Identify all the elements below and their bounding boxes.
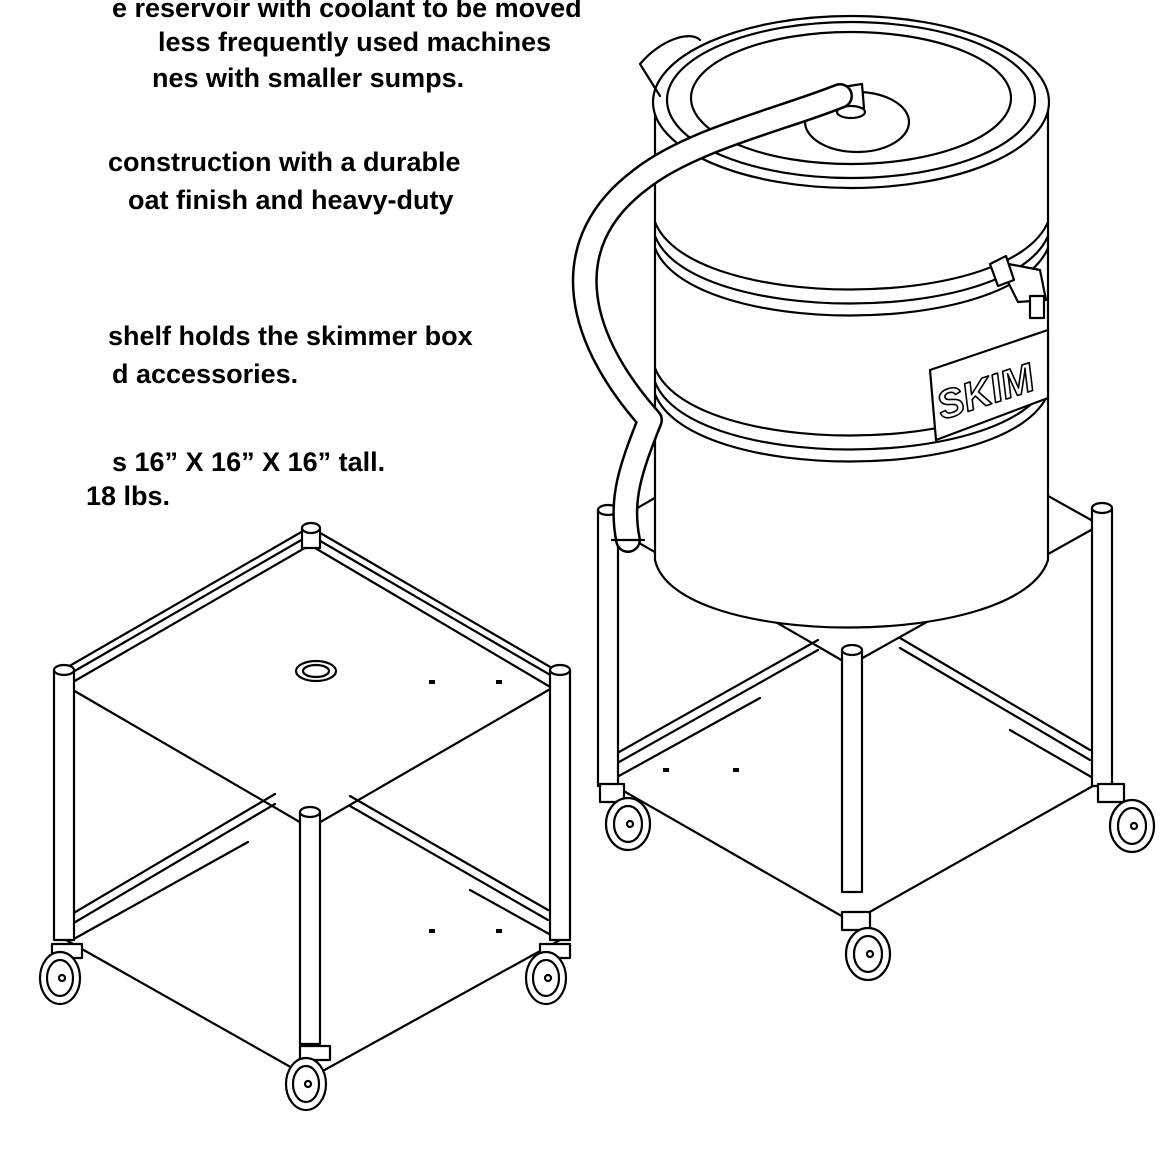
description-line-5: oat finish and heavy-duty — [128, 185, 454, 215]
empty-cart-bolt-holes — [429, 680, 502, 933]
description-line-1: e reservoir with coolant to be moved — [112, 0, 582, 23]
description-line-9: 18 lbs. — [86, 481, 171, 511]
loaded-cart-drawing: SKIM — [585, 16, 1154, 980]
empty-cart-drawing — [40, 523, 570, 1110]
skimmer-hose — [585, 36, 840, 540]
description-line-2: less frequently used machines — [158, 27, 552, 57]
empty-cart-casters — [40, 944, 570, 1110]
empty-cart-top-shelf — [66, 545, 552, 828]
drum-side-valve — [990, 256, 1046, 318]
drum-label-plate — [930, 330, 1048, 440]
empty-cart-top-rails — [66, 527, 552, 676]
empty-cart-posts — [54, 523, 570, 1044]
loaded-cart-bolt-holes — [663, 768, 739, 772]
empty-cart-center-hole — [296, 661, 336, 681]
empty-cart-cross-rails — [72, 794, 548, 924]
description-line-4: construction with a durable — [108, 147, 461, 177]
drum-shell — [655, 105, 1048, 628]
description-line-6: shelf holds the skimmer box — [108, 321, 473, 351]
loaded-cart-casters — [600, 784, 1154, 980]
drum-hoops — [655, 222, 1048, 462]
description-line-7: d accessories. — [112, 359, 299, 389]
coolant-drum: SKIM — [653, 16, 1049, 628]
description-line-8: s 16” X 16” X 16” tall. — [112, 447, 386, 477]
loaded-cart-posts — [598, 503, 1112, 892]
description-line-3: nes with smaller sumps. — [152, 63, 465, 93]
